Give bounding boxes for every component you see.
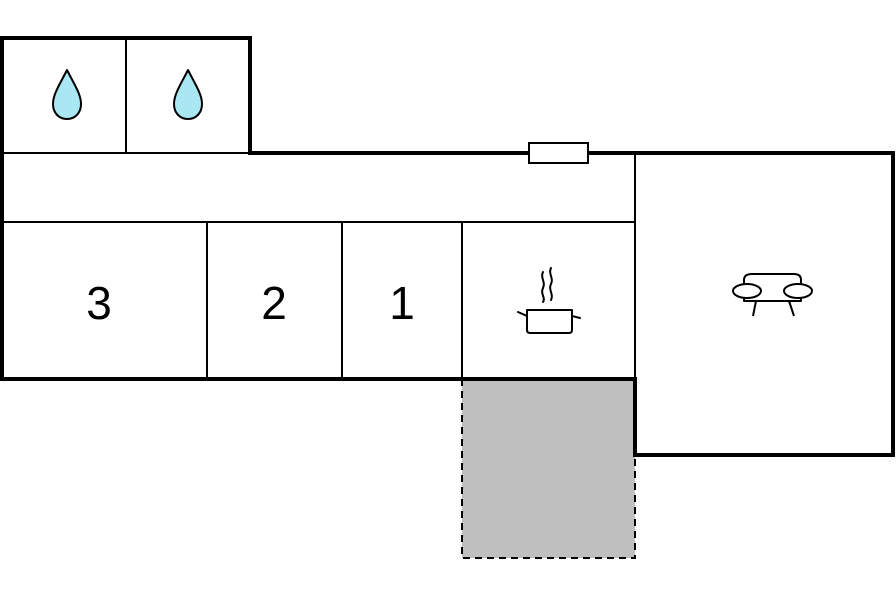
bedroom-3: 3 bbox=[86, 277, 112, 329]
room-label-2: 2 bbox=[261, 277, 287, 329]
bedroom-1: 1 bbox=[389, 277, 415, 329]
water-drop-icon bbox=[52, 69, 82, 120]
cooking-pot-icon bbox=[517, 267, 581, 334]
kitchen bbox=[517, 267, 581, 334]
entrance-door bbox=[528, 142, 589, 164]
door-icon bbox=[528, 142, 589, 164]
water-drop-icon bbox=[173, 69, 203, 120]
bathroom-2 bbox=[173, 69, 203, 120]
bathroom-1 bbox=[52, 69, 82, 120]
exterior-walls bbox=[0, 36, 895, 457]
sofa-icon bbox=[732, 273, 813, 317]
terrace bbox=[461, 379, 636, 559]
room-label-3: 3 bbox=[86, 277, 112, 329]
bedroom-2: 2 bbox=[261, 277, 287, 329]
room-label-1: 1 bbox=[389, 277, 415, 329]
interior-walls bbox=[4, 39, 636, 455]
living-room bbox=[732, 273, 813, 317]
